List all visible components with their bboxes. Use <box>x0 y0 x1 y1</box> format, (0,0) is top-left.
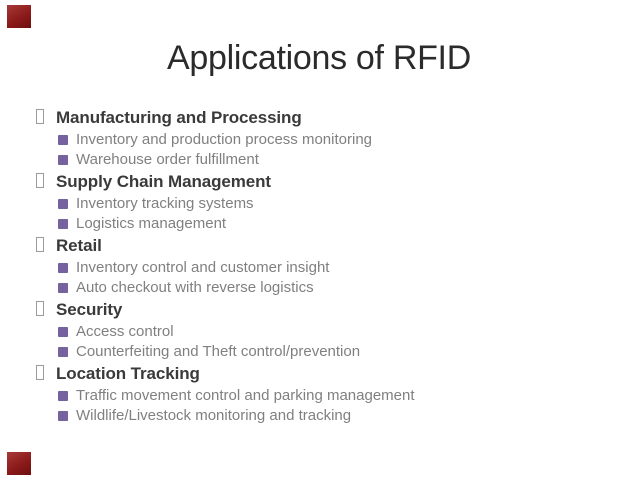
hollow-square-bullet-icon <box>36 173 44 188</box>
bullet-label: Retail <box>56 236 102 255</box>
bullet-group-retail: Retail Inventory control and customer in… <box>36 234 628 298</box>
filled-square-bullet-icon <box>58 199 68 209</box>
filled-square-bullet-icon <box>58 155 68 165</box>
filled-square-bullet-icon <box>58 327 68 337</box>
bullet-group-supply-chain: Supply Chain Management Inventory tracki… <box>36 170 628 234</box>
filled-square-bullet-icon <box>58 135 68 145</box>
bullet-item-level2: Inventory tracking systems <box>58 194 628 214</box>
hollow-square-bullet-icon <box>36 301 44 316</box>
bullet-item-level2: Access control <box>58 322 628 342</box>
filled-square-bullet-icon <box>58 263 68 273</box>
sub-bullet-label: Inventory control and customer insight <box>76 259 330 276</box>
filled-square-bullet-icon <box>58 283 68 293</box>
filled-square-bullet-icon <box>58 347 68 357</box>
bullet-item-level1: Manufacturing and Processing <box>36 106 628 130</box>
bullet-label: Security <box>56 300 123 319</box>
hollow-square-bullet-icon <box>36 237 44 252</box>
filled-square-bullet-icon <box>58 391 68 401</box>
bullet-item-level2: Logistics management <box>58 214 628 234</box>
bullet-list: Manufacturing and Processing Inventory a… <box>36 106 628 426</box>
bullet-label: Location Tracking <box>56 364 200 383</box>
sub-bullet-label: Warehouse order fulfillment <box>76 151 259 168</box>
bullet-item-level1: Supply Chain Management <box>36 170 628 194</box>
bullet-item-level2: Wildlife/Livestock monitoring and tracki… <box>58 406 628 426</box>
corner-accent-top-icon <box>7 5 31 28</box>
sub-bullet-label: Inventory tracking systems <box>76 195 254 212</box>
bullet-item-level2: Counterfeiting and Theft control/prevent… <box>58 342 628 362</box>
bullet-item-level2: Traffic movement control and parking man… <box>58 386 628 406</box>
bullet-group-location-tracking: Location Tracking Traffic movement contr… <box>36 362 628 426</box>
slide-title: Applications of RFID <box>167 39 471 77</box>
sub-bullet-label: Wildlife/Livestock monitoring and tracki… <box>76 407 352 424</box>
bullet-item-level2: Inventory control and customer insight <box>58 258 628 278</box>
sub-bullet-label: Access control <box>76 323 174 340</box>
hollow-square-bullet-icon <box>36 365 44 380</box>
bullet-label: Supply Chain Management <box>56 172 271 191</box>
corner-accent-bottom-icon <box>7 452 31 475</box>
bullet-item-level1: Location Tracking <box>36 362 628 386</box>
filled-square-bullet-icon <box>58 219 68 229</box>
bullet-item-level1: Retail <box>36 234 628 258</box>
sub-bullet-label: Auto checkout with reverse logistics <box>76 279 314 296</box>
bullet-item-level2: Auto checkout with reverse logistics <box>58 278 628 298</box>
bullet-label: Manufacturing and Processing <box>56 108 302 127</box>
sub-bullet-label: Traffic movement control and parking man… <box>76 387 415 404</box>
bullet-item-level2: Inventory and production process monitor… <box>58 130 628 150</box>
sub-bullet-label: Counterfeiting and Theft control/prevent… <box>76 343 361 360</box>
bullet-item-level1: Security <box>36 298 628 322</box>
sub-bullet-label: Inventory and production process monitor… <box>76 131 373 148</box>
bullet-item-level2: Warehouse order fulfillment <box>58 150 628 170</box>
filled-square-bullet-icon <box>58 411 68 421</box>
hollow-square-bullet-icon <box>36 109 44 124</box>
sub-bullet-label: Logistics management <box>76 215 227 232</box>
bullet-group-manufacturing: Manufacturing and Processing Inventory a… <box>36 106 628 170</box>
bullet-group-security: Security Access control Counterfeiting a… <box>36 298 628 362</box>
